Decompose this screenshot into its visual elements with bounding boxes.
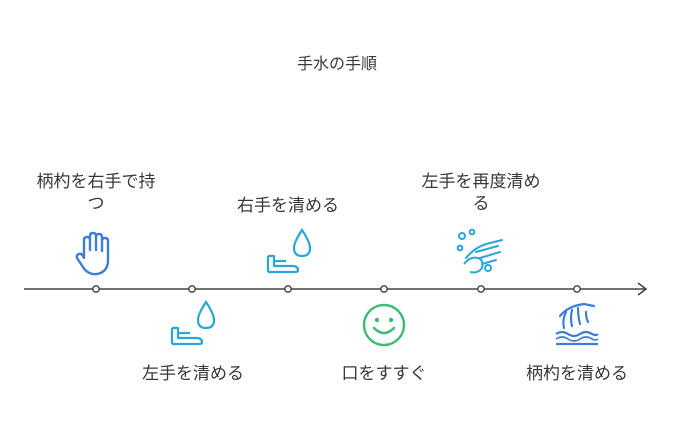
timeline-node-2 (188, 285, 196, 293)
timeline-node-4 (380, 285, 388, 293)
step-4-label: 口をすすぐ (341, 364, 427, 384)
timeline-node-3 (284, 285, 292, 293)
step-1-label-line1: 柄杓を右手で持 (36, 172, 156, 192)
smiley-icon (362, 303, 406, 347)
step-1-label-line2: つ (87, 194, 105, 214)
step-5-label-line1: 左手を再度清め (421, 172, 541, 192)
timeline-arrowhead (637, 282, 648, 296)
washing-hands-icon (456, 228, 503, 274)
water-drop-hand-icon (170, 300, 216, 346)
step-1-label: 柄杓を右手で持 つ (16, 171, 176, 215)
timeline-node-6 (573, 285, 581, 293)
diagram-title: 手水の手順 (296, 54, 377, 73)
step-5-label: 左手を再度清め る (396, 171, 566, 215)
step-5-label-line2: る (472, 194, 490, 214)
step-2-label: 左手を清める (142, 364, 244, 384)
hand-icon (75, 231, 110, 276)
hand-over-water-icon (555, 302, 599, 346)
step-6-label: 柄杓を清める (526, 364, 628, 384)
timeline-node-5 (477, 285, 485, 293)
timeline-node-1 (92, 285, 100, 293)
water-drop-hand-icon (266, 228, 312, 274)
step-3-label: 右手を清める (237, 196, 339, 216)
